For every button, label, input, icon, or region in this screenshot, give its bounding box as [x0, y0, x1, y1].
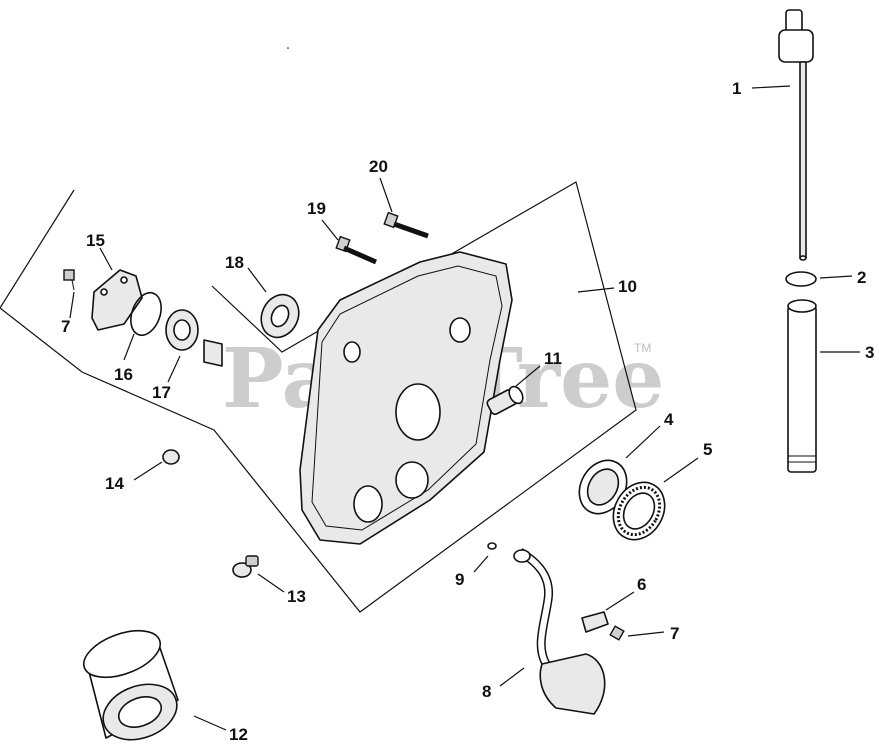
stray-dot [287, 47, 289, 49]
callout-15: 15 [86, 231, 105, 250]
part-closure-plate[interactable] [299, 251, 513, 545]
callout-5: 5 [703, 440, 712, 459]
callout-7-lower: 7 [670, 624, 679, 643]
part-pipe-plug[interactable] [162, 449, 180, 465]
leader-lines [69, 85, 860, 731]
part-oil-seal[interactable] [570, 452, 636, 522]
part-o-ring-pump[interactable] [125, 289, 166, 340]
callout-10: 10 [618, 277, 637, 296]
callout-2: 2 [857, 268, 866, 287]
callout-6: 6 [637, 575, 646, 594]
callout-17: 17 [152, 383, 171, 402]
part-screw-left[interactable] [63, 269, 75, 291]
part-crank-seal[interactable] [254, 288, 305, 343]
part-screw-right[interactable] [609, 625, 625, 641]
part-bolt-long[interactable] [383, 211, 429, 239]
part-drain-plug[interactable] [232, 555, 259, 578]
callout-8: 8 [482, 682, 491, 701]
callout-9: 9 [455, 570, 464, 589]
part-oil-filter[interactable] [78, 622, 185, 749]
callout-4: 4 [664, 410, 674, 429]
part-bolt-short[interactable] [335, 235, 378, 265]
part-dipstick-tube[interactable] [787, 299, 817, 473]
callout-3: 3 [865, 343, 874, 362]
part-clip[interactable] [581, 611, 609, 633]
callout-14: 14 [105, 474, 124, 493]
part-bearing[interactable] [603, 473, 675, 549]
callout-12: 12 [229, 725, 248, 744]
part-oil-fill-insert[interactable] [486, 384, 526, 416]
part-o-ring-dipstick[interactable] [785, 271, 817, 287]
callout-18: 18 [225, 253, 244, 272]
part-dipstick[interactable] [778, 9, 814, 261]
part-o-ring-small[interactable] [487, 542, 497, 550]
callout-7-upper: 7 [61, 317, 70, 336]
callout-20: 20 [369, 157, 388, 176]
callout-labels: 1 2 3 4 5 6 7 8 9 10 11 12 13 14 15 7 16… [61, 79, 874, 744]
part-oil-pickup[interactable] [513, 548, 606, 715]
callout-11: 11 [544, 349, 562, 368]
callout-16: 16 [114, 365, 133, 384]
part-oil-pump-rotor[interactable] [165, 309, 223, 367]
callout-19: 19 [307, 199, 326, 218]
part-oil-pump-cover[interactable] [91, 269, 143, 331]
callout-1: 1 [732, 79, 741, 98]
watermark-tm: TM [634, 341, 651, 355]
callout-13: 13 [287, 587, 306, 606]
